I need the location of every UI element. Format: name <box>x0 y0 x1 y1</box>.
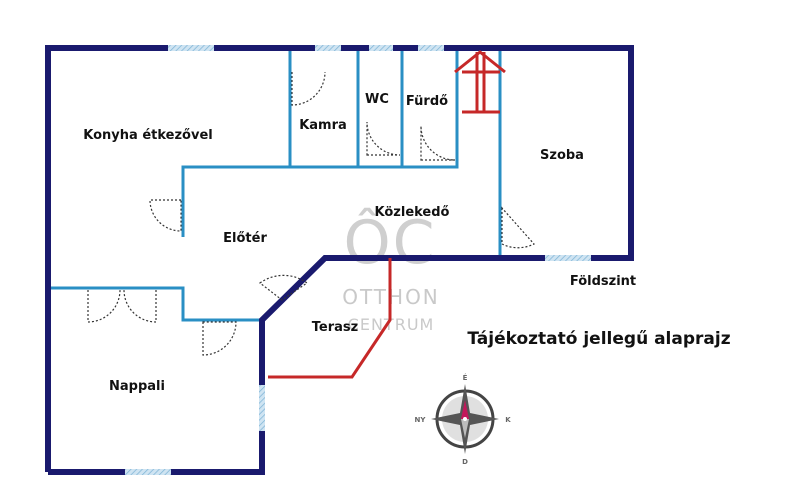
compass-needle-north <box>461 400 469 419</box>
room-label-konyha: Konyha étkezővel <box>83 128 212 143</box>
compass-north-label: É <box>463 373 468 382</box>
door-furdo <box>420 125 456 161</box>
outer-walls <box>45 45 634 475</box>
window-szoba <box>545 255 591 261</box>
door-nappali-right <box>123 289 157 323</box>
window-top-furdo <box>418 45 444 51</box>
room-label-nappali: Nappali <box>109 379 165 394</box>
watermark-line2: CENTRUM <box>348 315 435 334</box>
door-nappali-left <box>87 289 121 323</box>
window-top-kamra <box>315 45 341 51</box>
room-label-szoba: Szoba <box>540 148 584 163</box>
compass-needle-south <box>461 419 469 438</box>
level-label: Földszint <box>570 274 636 289</box>
compass-south-label: D <box>462 458 468 466</box>
compass-west-label: NY <box>415 416 427 424</box>
door-wc <box>366 121 401 156</box>
room-label-eloter: Előtér <box>223 231 267 246</box>
compass-east-label: K <box>505 416 511 424</box>
windows <box>125 45 591 475</box>
room-label-kamra: Kamra <box>299 118 347 133</box>
room-label-furdo: Fürdő <box>406 94 448 109</box>
doors <box>87 71 535 356</box>
room-label-wc: WC <box>365 92 389 107</box>
door-kamra <box>291 71 326 106</box>
window-nappali-bottom <box>125 469 171 475</box>
stairs <box>268 50 506 379</box>
door-nappali-eloter <box>202 321 237 356</box>
window-nappali-east <box>259 385 265 431</box>
plan-title: Tájékoztató jellegű alaprajz <box>467 329 730 349</box>
window-top-kitchen <box>168 45 214 51</box>
room-label-terasz: Terasz <box>312 320 358 335</box>
compass: É D K NY <box>415 373 512 466</box>
door-szoba <box>501 206 535 249</box>
room-label-kozlekedo: Közlekedő <box>375 205 450 220</box>
inner-walls <box>48 48 502 322</box>
door-kitchen <box>149 199 182 232</box>
window-top-wc <box>369 45 393 51</box>
room-labels: Konyha étkezővel Kamra WC Fürdő Szoba Kö… <box>83 92 584 394</box>
